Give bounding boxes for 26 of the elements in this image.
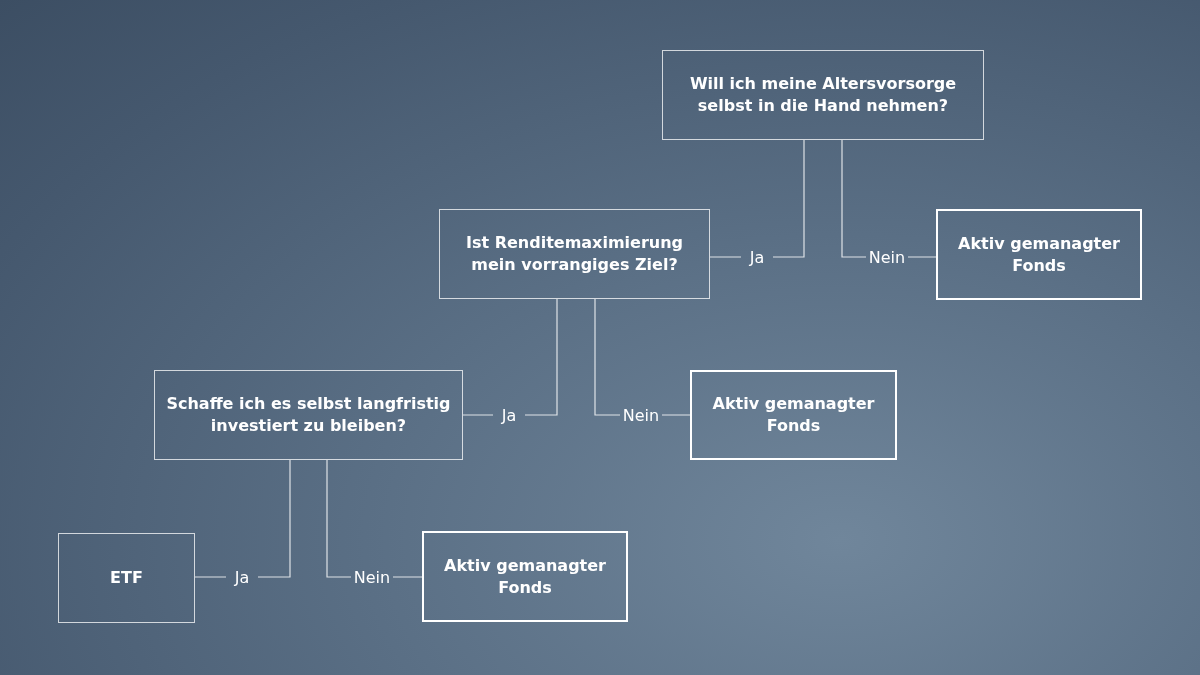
edge-label: Ja bbox=[234, 567, 250, 587]
box-text: Aktiv gemanagter Fonds bbox=[711, 393, 876, 437]
edge-label: Nein bbox=[868, 247, 906, 267]
question-box bbox=[154, 370, 463, 460]
box-text: Aktiv gemanagter Fonds bbox=[957, 232, 1121, 277]
box-text: Schaffe ich es selbst langfristig investiert zu bleiben? bbox=[165, 393, 452, 437]
answer-box bbox=[422, 531, 628, 622]
box-text: Aktiv gemanagter Fonds bbox=[443, 554, 607, 599]
connector-line bbox=[326, 459, 423, 578]
question-box bbox=[58, 533, 195, 623]
question-box bbox=[439, 209, 710, 299]
edge-label: Ja bbox=[501, 405, 517, 425]
edge-label: Ja bbox=[749, 247, 765, 267]
box-text: ETF bbox=[109, 567, 144, 589]
connector-line bbox=[462, 298, 558, 416]
answer-box bbox=[936, 209, 1142, 300]
connector-line bbox=[709, 139, 805, 258]
edge-label: Nein bbox=[622, 405, 660, 425]
edge-label: Nein bbox=[353, 567, 391, 587]
connector-line bbox=[841, 139, 937, 258]
connector-line bbox=[194, 459, 291, 578]
question-box bbox=[662, 50, 984, 140]
box-text: Will ich meine Altersvorsorge selbst in die Hand nehmen? bbox=[688, 73, 958, 117]
answer-box bbox=[690, 370, 897, 460]
box-text: Ist Renditemaximierung mein vorrangiges Ziel? bbox=[464, 232, 685, 276]
connector-line bbox=[594, 298, 691, 416]
